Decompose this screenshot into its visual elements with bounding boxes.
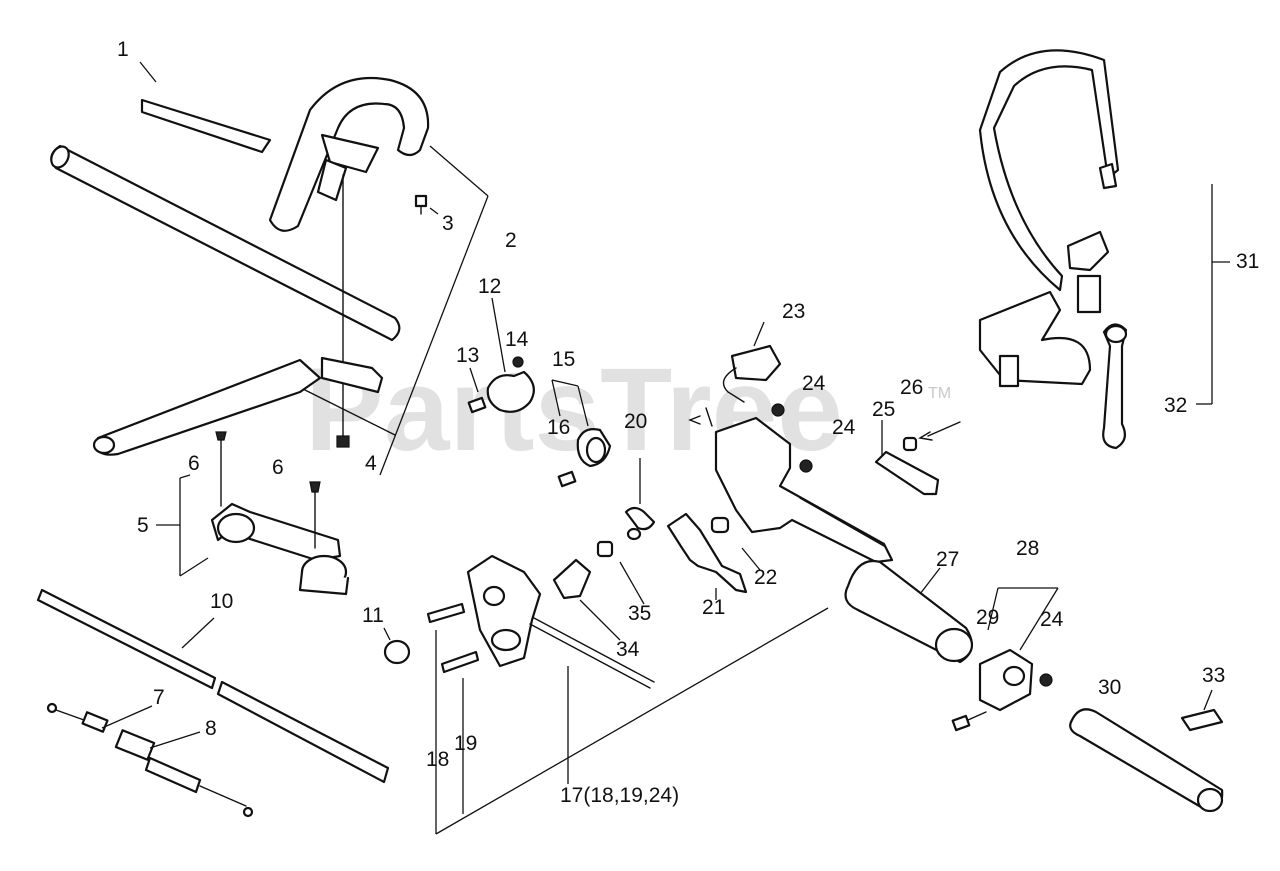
callout-19: 19: [454, 732, 477, 755]
part-1-decal: [139, 61, 272, 154]
part-35-bushing: [596, 540, 614, 558]
part-2-loop-handle: [268, 76, 489, 476]
callout-25: 25: [872, 398, 895, 421]
callout-12: 12: [478, 275, 501, 298]
callout-22: 22: [754, 566, 777, 589]
part-12-clamp: [486, 297, 535, 413]
callout-3: 3: [442, 212, 454, 235]
part-11-cap: [383, 639, 411, 665]
callout-20: 20: [624, 410, 647, 433]
part-29-bolt: [951, 711, 987, 732]
watermark-trademark: TM: [928, 385, 951, 402]
callout-10: 10: [210, 590, 233, 613]
callout-27: 27: [936, 548, 959, 571]
callout-28: 28: [1016, 537, 1039, 560]
callout-26: 26: [900, 376, 923, 399]
callout-4: 4: [365, 452, 377, 475]
part-4-nut: [336, 435, 350, 448]
callout-32: 32: [1164, 394, 1187, 417]
part-22-bushing: [710, 516, 730, 534]
part-24-nut-b: [799, 459, 813, 473]
part-19-bolt: [440, 650, 480, 814]
callout-29: 29: [976, 606, 999, 629]
right-handle-housing: [688, 407, 894, 564]
part-26-lever: [874, 420, 961, 496]
part-23-switch: [722, 321, 782, 403]
leader-35: [619, 561, 645, 605]
part-31-harness: [978, 49, 1230, 405]
callout-8: 8: [205, 717, 217, 740]
part-21-trigger: [666, 512, 748, 594]
part-27-grip: [844, 559, 974, 664]
part-25-bushing: [902, 436, 918, 452]
part-24-nut-c: [1039, 673, 1053, 687]
callout-33: 33: [1202, 664, 1225, 687]
callout-30: 30: [1098, 676, 1121, 699]
callout-23: 23: [782, 300, 805, 323]
callout-35: 35: [628, 602, 651, 625]
leader-22: [741, 547, 761, 571]
part-20-spring: [624, 458, 656, 541]
callout-14: 14: [505, 328, 529, 351]
callout-34: 34: [616, 638, 640, 661]
part-5-bracket: [156, 474, 350, 596]
callout-2: 2: [505, 229, 517, 252]
callout-21: 21: [702, 596, 725, 619]
part-14-nut: [512, 356, 524, 368]
callout-6b: 6: [272, 456, 284, 479]
part-33-label: [1180, 689, 1224, 732]
part-7-cable-end: [46, 702, 153, 733]
part-13-bolt: [467, 367, 487, 414]
callout-6a: 6: [188, 452, 200, 475]
part-30-tube: [1069, 708, 1224, 813]
callout-16: 16: [547, 416, 570, 439]
callout-18: 18: [426, 748, 449, 771]
callout-17: 17(18,19,24): [560, 784, 679, 807]
part-17-handle-housing: [435, 554, 829, 835]
leader-11: [383, 627, 391, 641]
part-6-screw-right: [309, 481, 321, 549]
callout-31: 31: [1236, 250, 1259, 273]
main-shaft-tube: [50, 144, 401, 342]
part-8-cable-housing: [114, 729, 254, 818]
callout-24b: 24: [832, 416, 856, 439]
part-34-lever: [552, 558, 592, 600]
part-28-clamp: [978, 587, 1059, 712]
part-18-bolt: [426, 602, 466, 834]
lower-handle-clamp: [92, 356, 396, 456]
callout-24a: 24: [802, 372, 826, 395]
callout-5: 5: [137, 514, 149, 537]
callout-15: 15: [552, 348, 575, 371]
callout-11: 11: [362, 604, 384, 627]
callout-13: 13: [456, 344, 479, 367]
part-3-bolt: [414, 194, 439, 215]
callout-1: 1: [117, 38, 129, 61]
leader-34: [579, 599, 621, 641]
callout-7: 7: [153, 686, 165, 709]
part-16-bolt: [557, 470, 577, 488]
callout-24c: 24: [1040, 608, 1064, 631]
part-32-hook: [1102, 323, 1128, 450]
part-10-drive-shaft: [36, 588, 390, 784]
part-15-clamp: [551, 379, 612, 468]
part-6-screw-left: [215, 431, 227, 507]
part-24-nut-a: [771, 403, 785, 417]
